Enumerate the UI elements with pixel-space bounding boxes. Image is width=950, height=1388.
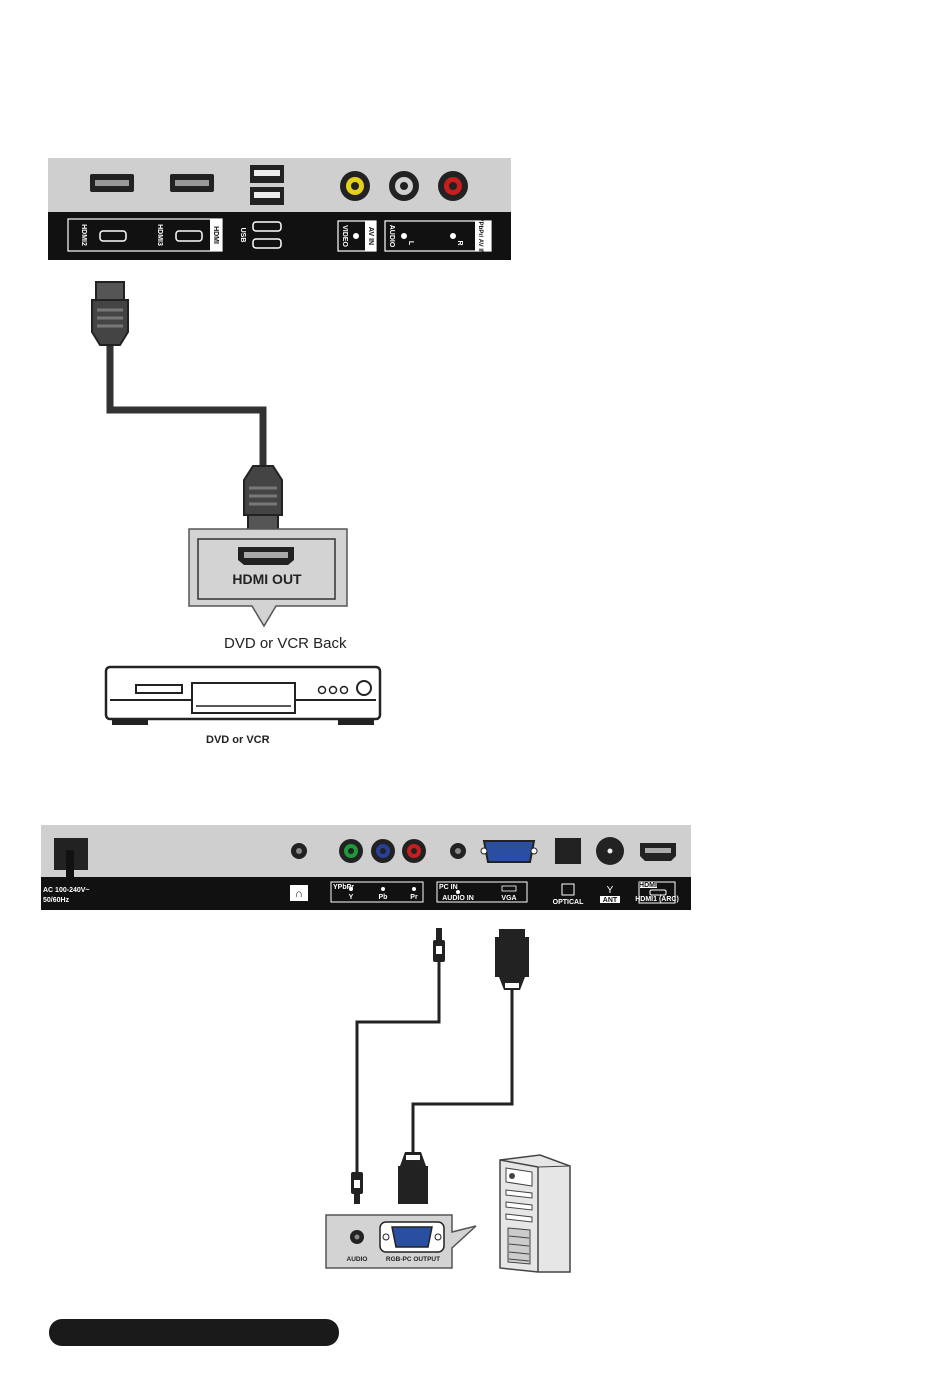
hdmi-label: HDMI (212, 226, 219, 244)
hdmi-out-callout: HDMI OUT (189, 529, 347, 626)
hdmi-arc-label: HDMI1 (ARC) (635, 896, 679, 903)
pc-audio-label: AUDIO (347, 1256, 368, 1263)
hdmi-cable (92, 282, 282, 531)
audio-cable (351, 928, 445, 1204)
audio-in-label: AUDIO IN (442, 895, 474, 902)
r-label: R (456, 240, 463, 245)
pr-label: Pr (410, 894, 418, 901)
bottom-tv-panel: AC 100-240V~ 50/60Hz ∩ YPbPr Y Pb Pr PC … (41, 825, 691, 910)
pc-tower-icon (500, 1155, 570, 1272)
pc-in-label: PC IN (439, 884, 458, 891)
hdmi2-label: HDMI2 (80, 224, 87, 246)
av-in-label: AV IN (367, 227, 374, 245)
headphone-icon: ∩ (295, 888, 303, 900)
rgb-pc-port-icon (380, 1222, 444, 1252)
optical-port-icon (555, 838, 581, 864)
component-jack-pr-icon (402, 839, 426, 863)
ac-label: AC 100-240V~ (43, 887, 90, 894)
ant-label: ANT (603, 897, 618, 904)
pc-audio-port-icon (350, 1230, 364, 1244)
hdmi3-label: HDMI3 (156, 224, 163, 246)
rca-jack-left-icon (389, 171, 419, 201)
top-tv-panel: HDMI2 HDMI3 HDMI USB AV IN VIDEO YPbPr/ … (48, 158, 511, 260)
antenna-icon: Y (607, 885, 614, 896)
optical-label: OPTICAL (553, 899, 584, 906)
vga-port-icon (481, 841, 537, 862)
hdmi-out-label: HDMI OUT (232, 571, 302, 587)
ypbpr-av-in-label: YPbPr/ AV IN (477, 218, 483, 255)
antenna-port-icon (596, 837, 624, 865)
audio-label: AUDIO (388, 225, 395, 248)
video-label: VIDEO (341, 225, 348, 247)
dvd-device-label: DVD or VCR (206, 734, 270, 746)
pc-audio-jack-icon (450, 843, 466, 859)
dvd-back-label: DVD or VCR Back (224, 635, 347, 652)
hdmi2-port-icon (90, 174, 134, 192)
vga-label: VGA (501, 895, 516, 902)
pb-label: Pb (379, 894, 388, 901)
footer-bar (49, 1319, 339, 1346)
pc-output-callout: AUDIO RGB-PC OUTPUT (326, 1215, 476, 1268)
rgb-pc-output-label: RGB-PC OUTPUT (386, 1256, 440, 1263)
freq-label: 50/60Hz (43, 897, 70, 904)
rca-jack-right-icon (438, 171, 468, 201)
rca-jack-video-icon (340, 171, 370, 201)
headphone-jack-icon (291, 843, 307, 859)
hdmi3-port-icon (170, 174, 214, 192)
hdmi-label-bottom: HDMI (639, 882, 657, 889)
hdmi-arc-port-icon (640, 843, 676, 861)
dvd-player-icon (106, 667, 380, 725)
component-jack-pb-icon (371, 839, 395, 863)
usb-label: USB (239, 228, 246, 243)
hdmi-out-port-icon (238, 547, 294, 565)
l-label: L (407, 241, 414, 246)
y-label: Y (349, 894, 354, 901)
component-jack-y-icon (339, 839, 363, 863)
